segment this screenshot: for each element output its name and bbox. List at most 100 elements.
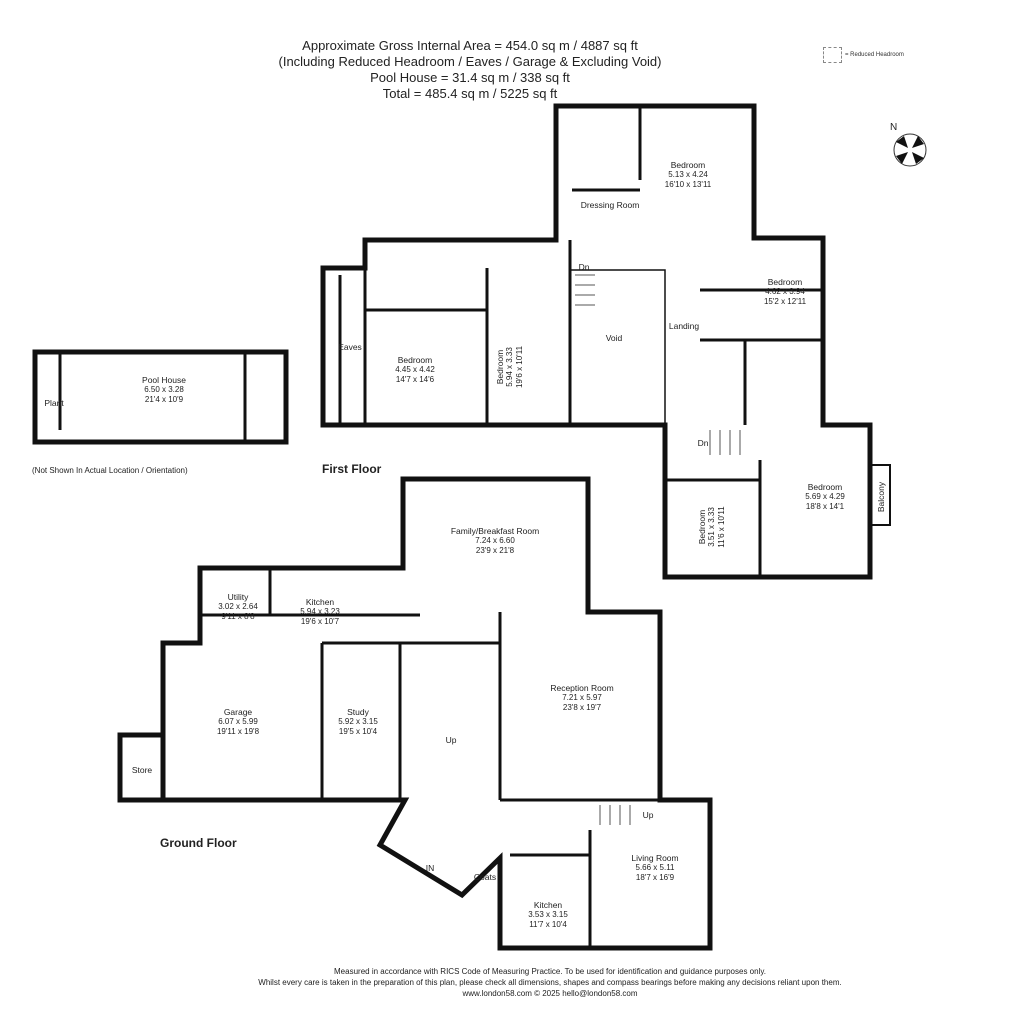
compass-rose-icon bbox=[893, 133, 927, 167]
room-name: Kitchen bbox=[305, 597, 335, 607]
room-metric: 5.92 x 3.15 bbox=[338, 717, 378, 726]
room-name: Family/Breakfast Room bbox=[450, 526, 540, 536]
room-label: Dn bbox=[579, 262, 590, 272]
room-metric: 5.69 x 4.29 bbox=[805, 492, 845, 501]
room-name: IN bbox=[425, 863, 435, 873]
room-metric: 3.53 x 3.15 bbox=[528, 910, 568, 919]
room-name: Store bbox=[131, 765, 153, 775]
room-name: Dressing Room bbox=[580, 200, 640, 210]
room-name: Dn bbox=[578, 262, 590, 272]
disclaimer-line-1: Measured in accordance with RICS Code of… bbox=[334, 967, 766, 976]
room-label: Eaves bbox=[338, 342, 362, 352]
room-metric: 5.66 x 5.11 bbox=[635, 863, 675, 872]
pool-house-note: (Not Shown In Actual Location / Orientat… bbox=[32, 466, 188, 475]
room-label: Landing bbox=[669, 321, 699, 331]
north-label: N bbox=[890, 122, 898, 133]
room-name: Plant bbox=[44, 398, 64, 408]
room-metric: 5.94 x 3.33 bbox=[505, 347, 514, 387]
room-name: Coats bbox=[473, 872, 497, 882]
room-name: Bedroom bbox=[495, 349, 505, 385]
gross-area: Approximate Gross Internal Area = 454.0 … bbox=[302, 38, 638, 53]
room-name: Landing bbox=[668, 321, 700, 331]
room-name: Bedroom bbox=[397, 355, 433, 365]
store-walls bbox=[117, 732, 163, 803]
room-imperial: 23'9 x 21'8 bbox=[475, 546, 515, 555]
area-summary: Approximate Gross Internal Area = 454.0 … bbox=[270, 38, 670, 102]
room-name: Reception Room bbox=[550, 683, 614, 693]
ground-floor-outline bbox=[160, 476, 713, 951]
room-metric: 5.13 x 4.24 bbox=[668, 170, 708, 179]
room-imperial: 14'7 x 14'6 bbox=[395, 375, 435, 384]
room-imperial: 11'6 x 10'11 bbox=[717, 506, 726, 548]
total-area: Total = 485.4 sq m / 5225 sq ft bbox=[382, 86, 558, 101]
room-imperial: 19'5 x 10'4 bbox=[338, 727, 378, 736]
room-imperial: 23'8 x 19'7 bbox=[562, 703, 602, 712]
room-imperial: 18'8 x 14'1 bbox=[805, 502, 845, 511]
room-label: IN bbox=[426, 863, 435, 873]
room-label: Dn bbox=[698, 438, 709, 448]
room-metric: 3.02 x 2.64 bbox=[218, 602, 258, 611]
room-metric: 4.45 x 4.42 bbox=[395, 365, 435, 374]
room-metric: 7.24 x 6.60 bbox=[475, 536, 515, 545]
first-floor-label: First Floor bbox=[322, 462, 382, 476]
room-name: Bedroom bbox=[767, 277, 803, 287]
room-label: Plant bbox=[44, 398, 63, 408]
room-label: Up bbox=[446, 735, 457, 745]
room-name: Utility bbox=[227, 592, 249, 602]
first-floor-outline bbox=[320, 103, 873, 580]
room-label: Coats bbox=[474, 872, 496, 882]
legend: = Reduced Headroom bbox=[823, 47, 904, 63]
room-label: Dressing Room bbox=[581, 200, 640, 210]
pool-house-walls bbox=[32, 349, 289, 445]
room-imperial: 18'7 x 16'9 bbox=[635, 873, 675, 882]
room-label: Store bbox=[132, 765, 152, 775]
room-name: Up bbox=[445, 735, 457, 745]
room-name: Dn bbox=[697, 438, 709, 448]
room-metric: 7.21 x 5.97 bbox=[562, 693, 602, 702]
disclaimer-line-2: Whilst every care is taken in the prepar… bbox=[258, 978, 842, 987]
room-name: Balcony bbox=[876, 481, 886, 513]
room-label: Balcony bbox=[876, 482, 886, 512]
room-name: Eaves bbox=[338, 342, 362, 352]
room-name: Garage bbox=[223, 707, 253, 717]
legend-label: = Reduced Headroom bbox=[845, 52, 904, 58]
room-name: Living Room bbox=[631, 853, 679, 863]
room-imperial: 15'2 x 12'11 bbox=[763, 297, 807, 306]
room-metric: 3.51 x 3.33 bbox=[707, 507, 716, 547]
room-imperial: 16'10 x 13'11 bbox=[664, 180, 712, 189]
room-name: Bedroom bbox=[807, 482, 843, 492]
disclaimer: Measured in accordance with RICS Code of… bbox=[200, 966, 900, 999]
reduced-headroom-swatch bbox=[823, 47, 842, 63]
room-metric: 5.94 x 3.23 bbox=[300, 607, 340, 616]
room-name: Void bbox=[605, 333, 623, 343]
room-imperial: 19'6 x 10'11 bbox=[515, 345, 524, 389]
room-imperial: 21'4 x 10'9 bbox=[144, 395, 184, 404]
room-metric: 6.50 x 3.28 bbox=[144, 385, 184, 394]
area-inclusions: (Including Reduced Headroom / Eaves / Ga… bbox=[278, 54, 662, 69]
room-name: Pool House bbox=[142, 375, 186, 385]
room-name: Bedroom bbox=[670, 160, 706, 170]
room-metric: 6.07 x 5.99 bbox=[218, 717, 258, 726]
ground-floor-label: Ground Floor bbox=[160, 836, 237, 850]
room-name: Kitchen bbox=[533, 900, 563, 910]
room-imperial: 19'11 x 19'8 bbox=[216, 727, 260, 736]
room-name: Up bbox=[642, 810, 654, 820]
room-metric: 4.62 x 3.94 bbox=[765, 287, 805, 296]
room-label: Void bbox=[606, 333, 623, 343]
contact-line: www.london58.com © 2025 hello@london58.c… bbox=[462, 989, 638, 998]
